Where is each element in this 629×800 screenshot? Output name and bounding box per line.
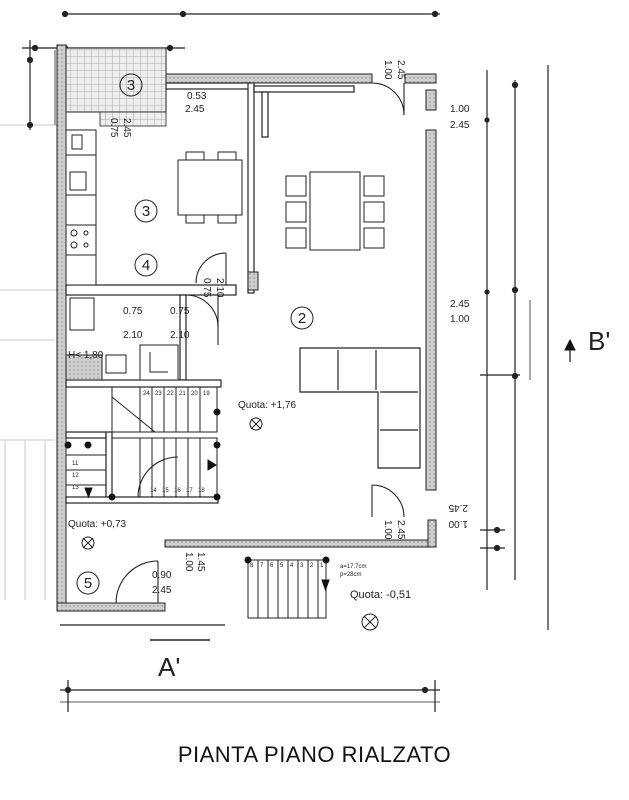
- level-label: Quota: -0,51: [350, 589, 411, 601]
- ceiling-height: H< 1,80: [68, 350, 104, 361]
- doors: [115, 82, 405, 604]
- opening-width: 1.00: [183, 552, 194, 572]
- terrace: [65, 47, 167, 113]
- opening-width: 0.75: [201, 278, 212, 298]
- opening-height: 2.45: [448, 502, 468, 513]
- opening-width: 0.53: [187, 91, 207, 102]
- stair-note: a=17.7cm: [340, 564, 367, 570]
- opening-height: 2.45: [121, 118, 132, 138]
- opening-height: 2.45: [395, 60, 406, 80]
- stair-upper: [111, 386, 218, 433]
- stair-note: p=28cm: [340, 572, 362, 578]
- stair-step-number: 8: [250, 563, 254, 569]
- level-label: Quota: +0,73: [68, 519, 127, 530]
- kitchen-counter: [65, 129, 97, 286]
- stair-step-numbers: 24 23 22 21 20 19: [143, 391, 210, 397]
- exterior-walls: [56, 44, 437, 612]
- room-markers: [76, 73, 314, 595]
- opening-height: 2.10: [170, 330, 190, 341]
- stair-step-number: 1: [320, 563, 324, 569]
- opening-height: 2.45: [395, 520, 406, 540]
- stair-step-number: 6: [270, 563, 274, 569]
- opening-width: 0.75: [108, 118, 119, 138]
- drain-icons: [81, 417, 379, 631]
- stair-step-number: 21: [179, 391, 186, 397]
- stair-bottom: [247, 559, 327, 619]
- opening-height: 1.45: [195, 552, 206, 572]
- sofa: [299, 347, 421, 469]
- dining-table: [285, 171, 385, 251]
- stair-step-number: 20: [191, 391, 198, 397]
- stair-step-number: 19: [203, 391, 210, 397]
- ghost-marks: [0, 124, 60, 600]
- section-mark-a: A': [158, 652, 180, 682]
- opening-width: 1.00: [450, 104, 470, 115]
- opening-width: 1.00: [448, 518, 468, 529]
- opening-height: 2.10: [123, 330, 143, 341]
- room-number: 2: [298, 310, 306, 327]
- plan-title: PIANTA PIANO RIALZATO: [177, 742, 452, 767]
- interior-walls: [65, 82, 355, 504]
- stair-step-number: 22: [167, 391, 174, 397]
- bottom-dimensions: [60, 624, 440, 712]
- opening-height: 2.45: [185, 104, 205, 115]
- stair-step-number: 11: [72, 461, 79, 467]
- stair-step-number: 17: [186, 488, 193, 494]
- stair-step-number: 4: [290, 563, 294, 569]
- opening-height: 2.45: [152, 585, 172, 596]
- opening-height: 2.10: [214, 278, 225, 298]
- right-dimensions: [480, 65, 549, 630]
- opening-width: 0.90: [152, 570, 172, 581]
- stair-step-number: 13: [72, 485, 79, 491]
- kitchen-table: [177, 151, 243, 224]
- stair-step-number: 16: [174, 488, 181, 494]
- opening-height: 2.45: [450, 120, 470, 131]
- stair-step-number: 14: [150, 488, 157, 494]
- stair-step-number: 23: [155, 391, 162, 397]
- stair-step-number: 2: [310, 563, 314, 569]
- stair-step-number: 5: [280, 563, 284, 569]
- stair-step-number: 3: [300, 563, 304, 569]
- section-mark-b: B': [588, 326, 610, 356]
- bathroom-fixtures: [69, 297, 179, 381]
- stair-step-number: 24: [143, 391, 150, 397]
- stair-step-number: 15: [162, 488, 169, 494]
- level-label: Quota: +1,76: [238, 400, 297, 411]
- opening-width: 0.75: [170, 306, 190, 317]
- opening-width: 1.00: [382, 60, 393, 80]
- stair-markers: [64, 338, 576, 592]
- stair-step-number: 7: [260, 563, 264, 569]
- stair-step-numbers: 14 15 16 17 18: [150, 488, 205, 494]
- stair-step-number: 18: [198, 488, 205, 494]
- room-number: 3: [127, 77, 135, 94]
- opening-width: 1.00: [382, 520, 393, 540]
- room-number: 4: [142, 257, 150, 274]
- stair-step-number: 12: [72, 473, 79, 479]
- room-number: 5: [84, 575, 92, 592]
- stair-lower: [66, 437, 218, 498]
- stair-step-numbers: 11 12 13: [72, 461, 79, 491]
- opening-width: 1.00: [450, 314, 470, 325]
- opening-height: 2.45: [450, 299, 470, 310]
- room-number: 3: [142, 203, 150, 220]
- opening-width: 0.75: [123, 306, 143, 317]
